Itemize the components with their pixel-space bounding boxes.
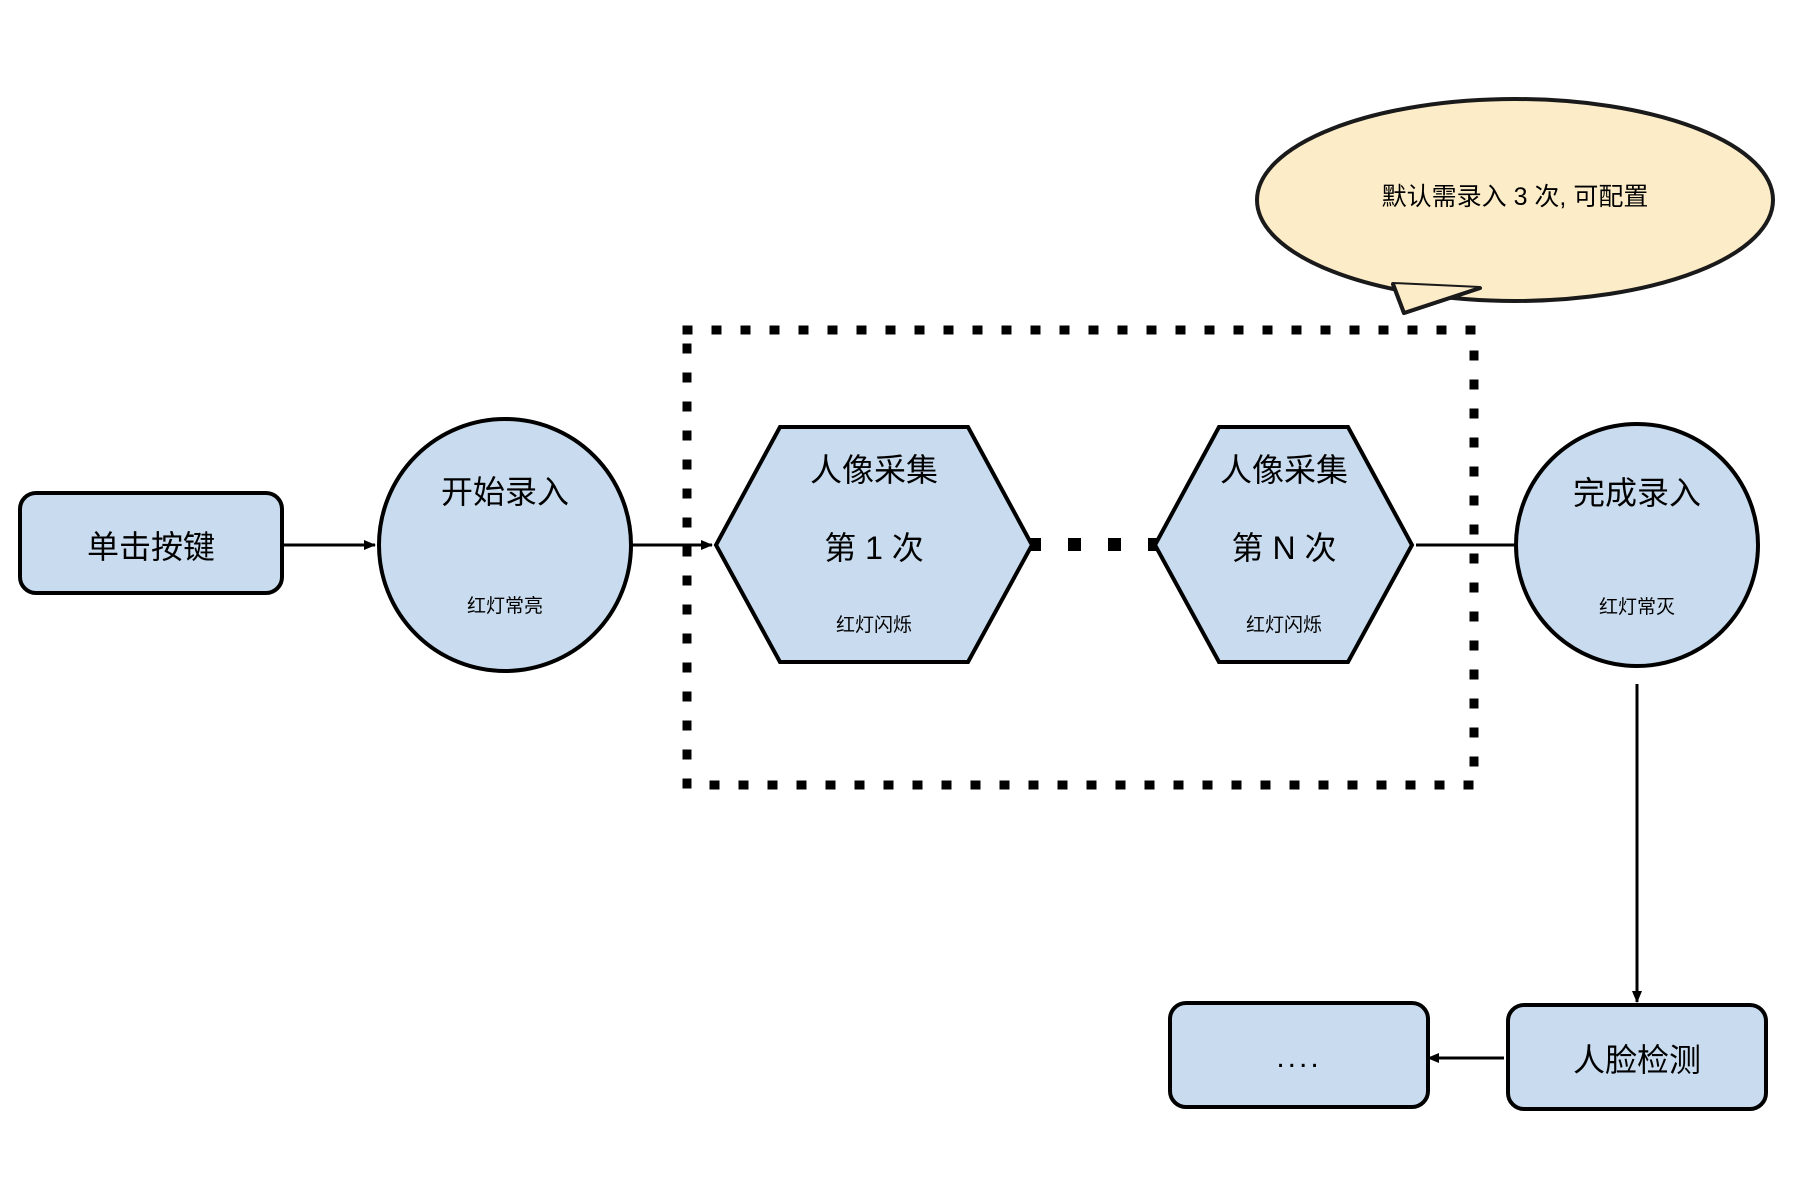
capture-ellipsis-dots (1028, 538, 1161, 551)
node-capture-nth-shape[interactable] (1152, 425, 1415, 664)
callout-balloon-shape[interactable] (1255, 97, 1775, 315)
node-capture-first-shape[interactable] (713, 425, 1035, 664)
capture-loop-group-box (682, 325, 1479, 790)
node-finish-enroll-shape[interactable] (1514, 422, 1760, 668)
node-more-steps-shape[interactable] (1168, 1001, 1430, 1109)
node-click-button-shape[interactable] (18, 491, 284, 595)
node-start-enroll-shape[interactable] (377, 417, 633, 673)
node-face-detect-shape[interactable] (1506, 1003, 1768, 1111)
